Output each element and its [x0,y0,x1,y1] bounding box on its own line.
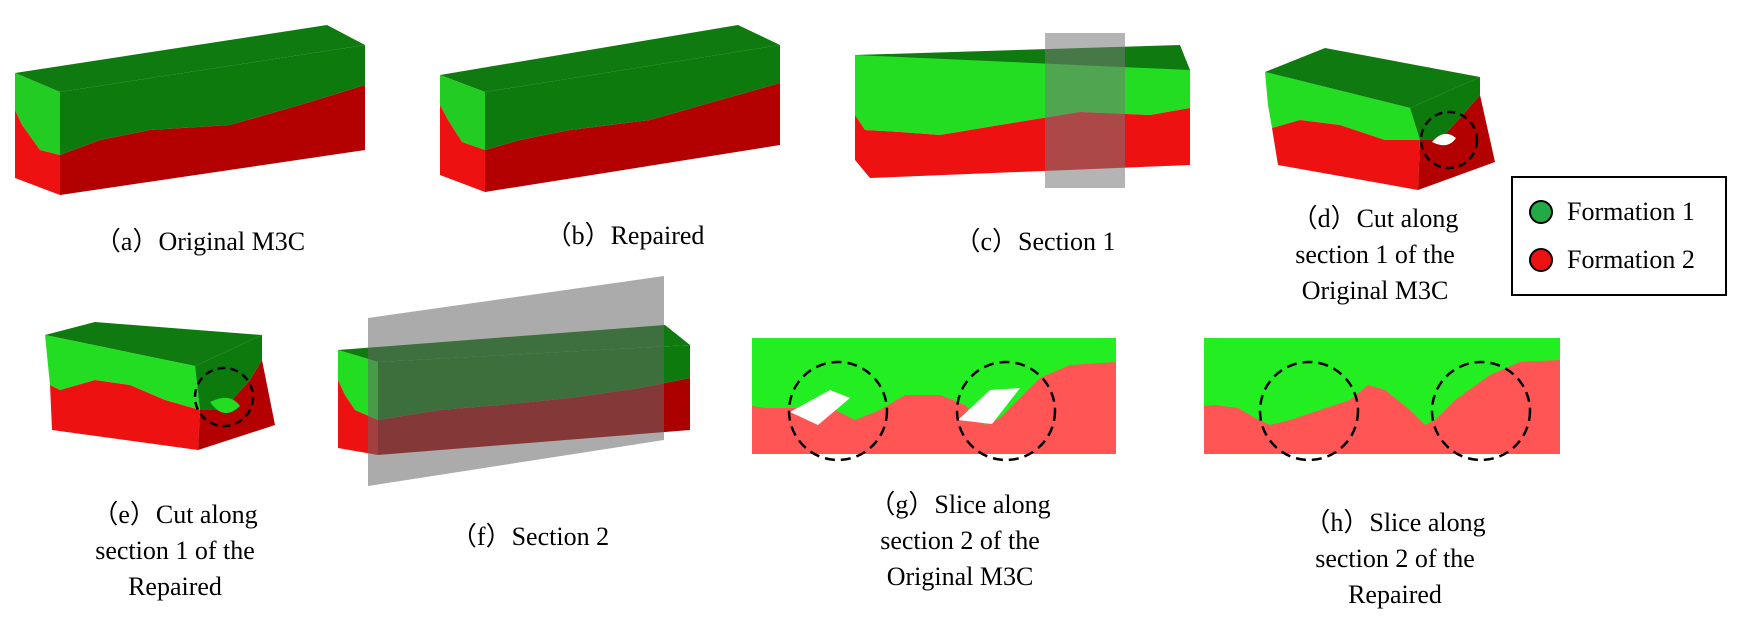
caption-line: （a）Original M3C [94,227,306,256]
section-plane-2 [368,276,664,486]
front-face-formation-2 [440,105,485,192]
block-f [338,276,690,486]
green-circle-icon [1529,200,1553,224]
side-face-formation-1 [60,45,365,155]
caption-line: Original M3C [1301,276,1449,305]
highlight-circle [1258,360,1360,462]
caption-line: section 2 of the [1315,544,1475,573]
slice-formation-1 [1204,338,1560,425]
hole-void [1432,133,1456,146]
top-face [1265,48,1480,108]
block-c [855,33,1190,188]
caption-line: Original M3C [886,562,1034,591]
caption-line: （b）Repaired [545,221,705,250]
front-face-formation-1 [15,73,60,155]
caption-line: （h）Slice along [1304,508,1486,537]
caption-line: section 1 of the [95,536,255,565]
highlight-circle [955,360,1057,462]
front-face-formation-1 [1265,72,1420,140]
caption-c: （c）Section 1 [925,224,1145,260]
highlight-circle [1430,360,1532,462]
caption-e: （e）Cut along section 1 of the Repaired [55,497,295,605]
front-face-formation-2 [15,110,60,195]
legend-label: Formation 1 [1567,197,1695,226]
top-face [15,25,365,92]
block-d [1265,48,1495,190]
cut-face-formation-1 [195,335,262,410]
void-gap-left [790,390,850,425]
side-face-formation-2 [60,85,365,195]
caption-line: Repaired [1348,580,1442,609]
red-circle-icon [1529,248,1553,272]
void-gap-right [958,388,1020,424]
caption-line: （e）Cut along [92,500,258,529]
caption-a: （a）Original M3C [70,224,330,260]
front-face-formation-2 [50,380,200,450]
block-a [15,25,365,195]
highlight-circle [193,366,255,428]
highlight-circle [787,360,889,462]
block-e [45,322,275,450]
caption-line: （g）Slice along [869,490,1051,519]
caption-line: Repaired [128,572,222,601]
top-face [440,25,780,92]
caption-line: section 2 of the [880,526,1040,555]
highlight-circle [1419,110,1479,170]
front-face-formation-2 [1272,120,1420,190]
block-b [440,25,780,192]
caption-d: （d）Cut along section 1 of the Original M… [1255,201,1495,309]
legend-item-formation-1: Formation 1 [1513,192,1695,232]
section-plane-1 [1045,33,1125,188]
caption-line: （f）Section 2 [450,522,610,551]
legend-label: Formation 2 [1567,245,1695,274]
caption-line: section 1 of the [1295,240,1455,269]
filled-pocket [210,397,240,414]
legend: Formation 1 Formation 2 [1511,176,1727,296]
front-face-formation-1 [440,75,485,150]
caption-f: （f）Section 2 [420,519,640,555]
caption-line: （d）Cut along [1291,204,1459,233]
side-face-formation-1 [485,45,780,150]
slice-h [1204,338,1560,462]
slice-g [752,338,1116,462]
legend-item-formation-2: Formation 2 [1513,240,1695,280]
top-face [45,322,262,366]
caption-h: （h）Slice along section 2 of the Repaired [1265,505,1525,613]
cut-face-formation-1 [1410,77,1480,140]
caption-b: （b）Repaired [515,218,735,254]
side-face-formation-2 [485,83,780,192]
caption-line: （c）Section 1 [954,227,1116,256]
caption-g: （g）Slice along section 2 of the Original… [830,487,1090,595]
front-face-formation-1 [45,335,200,410]
